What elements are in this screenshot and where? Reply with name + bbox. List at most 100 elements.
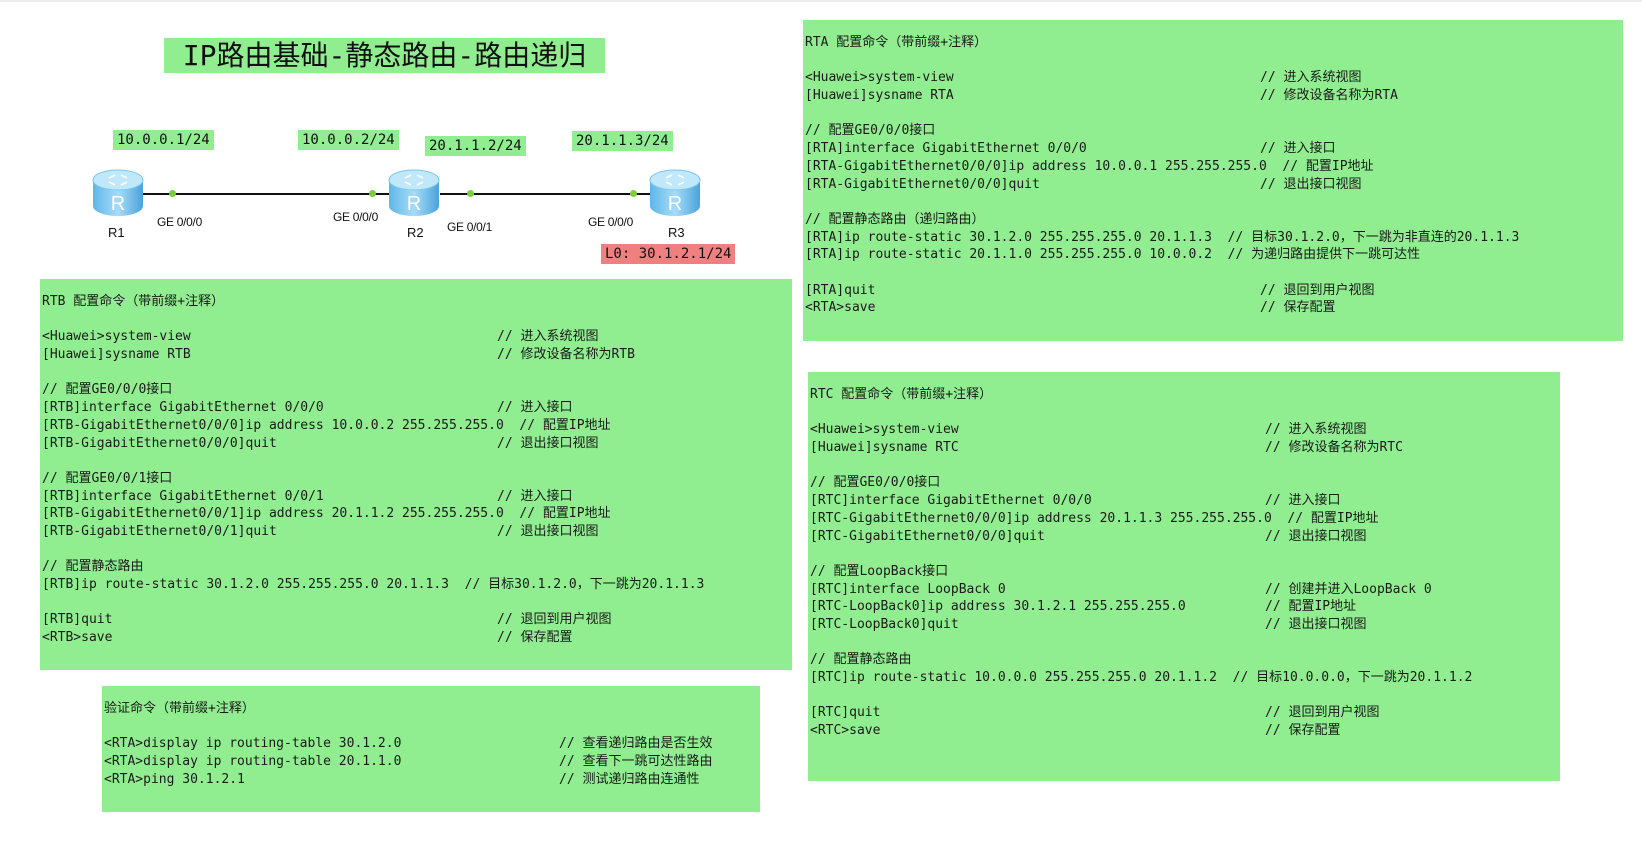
port-label-r2-ge001: GE 0/0/1: [447, 220, 492, 234]
command-text: // 配置静态路由: [810, 652, 912, 668]
command-line: [RTC-LoopBack0]ip address 30.1.2.1 255.2…: [810, 598, 1558, 616]
command-comment: // 进入系统视图: [1260, 70, 1362, 86]
command-line: [Huawei]sysname RTA // 修改设备名称为RTA: [805, 87, 1621, 105]
router-icon[interactable]: R: [648, 168, 702, 218]
port-dot-r1-ge000: [169, 190, 176, 197]
command-line: <RTA>ping 30.1.2.1// 测试递归路由连通性: [104, 771, 758, 789]
command-line: <RTA>save // 保存配置: [805, 299, 1621, 317]
port-dot-r2-ge001: [467, 190, 474, 197]
command-line: [RTC]quit // 退回到用户视图: [810, 704, 1558, 722]
port-label-r2-ge000: GE 0/0/0: [333, 210, 378, 224]
command-comment: // 退回到用户视图: [1265, 705, 1380, 721]
command-comment: // 修改设备名称为RTB: [497, 347, 635, 363]
command-text: // 配置GE0/0/1接口: [42, 470, 173, 486]
command-text: [RTC-GigabitEthernet0/0/0]quit: [810, 528, 1045, 544]
command-text: [RTA]interface GigabitEthernet 0/0/0: [805, 141, 1087, 157]
command-line: [RTA-GigabitEthernet0/0/0]ip address 10.…: [805, 158, 1621, 176]
ip-label-r2-ge001: 20.1.1.2/24: [425, 136, 526, 156]
command-text: // 配置LoopBack接口: [810, 563, 949, 579]
blank-line: [805, 105, 1621, 123]
command-line: [RTB-GigabitEthernet0/0/1]quit // 退出接口视图: [42, 523, 790, 541]
port-label-r3-ge000: GE 0/0/0: [588, 215, 633, 229]
command-line: // 配置静态路由: [810, 651, 1558, 669]
command-text: // 配置GE0/0/0接口: [810, 475, 941, 491]
command-text: [RTC]quit: [810, 705, 881, 721]
command-line: // 配置静态路由（递归路由）: [805, 211, 1621, 229]
blank-line: [805, 264, 1621, 282]
command-text: [RTA-GigabitEthernet0/0/0]quit: [805, 176, 1040, 192]
command-text: [RTA]quit: [805, 282, 876, 298]
blank-line: [810, 545, 1558, 563]
blank-line: [42, 594, 790, 612]
command-comment: // 进入系统视图: [1265, 422, 1367, 438]
command-text: [RTA]ip route-static 20.1.1.0 255.255.25…: [805, 247, 1421, 263]
page-title: IP路由基础-静态路由-路由递归: [164, 38, 605, 73]
verify-commands-box: 验证命令（带前缀+注释） <RTA>display ip routing-tab…: [102, 686, 760, 812]
ip-label-r2-ge000: 10.0.0.2/24: [298, 130, 399, 150]
router-name-r2: R2: [407, 225, 424, 240]
command-comment: // 进入接口: [497, 488, 573, 504]
command-text: <RTC>save: [810, 723, 881, 739]
command-comment: // 进入系统视图: [497, 329, 599, 345]
command-text: [RTB]quit: [42, 612, 113, 628]
command-comment: // 退回到用户视图: [1260, 282, 1375, 298]
command-text: [Huawei]sysname RTA: [805, 88, 954, 104]
command-comment: // 进入接口: [497, 400, 573, 416]
command-text: [RTB]interface GigabitEthernet 0/0/1: [42, 488, 324, 504]
svg-text:R: R: [111, 193, 125, 215]
command-line: [Huawei]sysname RTC// 修改设备名称为RTC: [810, 439, 1558, 457]
command-line: [RTB-GigabitEthernet0/0/1]ip address 20.…: [42, 505, 790, 523]
command-line: [RTA]ip route-static 30.1.2.0 255.255.25…: [805, 229, 1621, 247]
rta-config-heading: RTA 配置命令（带前缀+注释）: [805, 35, 988, 50]
command-comment: // 修改设备名称为RTA: [1260, 88, 1398, 104]
router-icon[interactable]: R: [91, 168, 145, 218]
link-r2-r3: [440, 193, 665, 195]
command-line: // 配置GE0/0/0接口: [42, 381, 790, 399]
command-text: <RTA>display ip routing-table 30.1.2.0: [104, 736, 402, 752]
top-divider: [0, 0, 1642, 2]
command-comment: // 退出接口视图: [497, 435, 599, 451]
command-line: [RTB]ip route-static 30.1.2.0 255.255.25…: [42, 576, 790, 594]
rtb-config-heading: RTB 配置命令（带前缀+注释）: [42, 294, 225, 309]
command-text: [RTB-GigabitEthernet0/0/1]quit: [42, 523, 277, 539]
command-line: <Huawei>system-view // 进入系统视图: [810, 421, 1558, 439]
command-line: [RTA]interface GigabitEthernet 0/0/0 // 进…: [805, 140, 1621, 158]
command-text: <Huawei>system-view: [810, 422, 959, 438]
command-comment: // 查看递归路由是否生效: [559, 736, 713, 752]
link-r1-r2: [140, 193, 390, 195]
command-line: <Huawei>system-view// 进入系统视图: [42, 328, 790, 346]
command-line: [RTC]ip route-static 10.0.0.0 255.255.25…: [810, 669, 1558, 687]
command-comment: // 创建并进入LoopBack 0: [1265, 581, 1432, 597]
command-text: [RTB-GigabitEthernet0/0/0]ip address 10.…: [42, 417, 611, 433]
command-line: [RTB-GigabitEthernet0/0/0]ip address 10.…: [42, 417, 790, 435]
command-text: [Huawei]sysname RTC: [810, 440, 959, 456]
command-text: [Huawei]sysname RTB: [42, 347, 191, 363]
command-line: [RTC-LoopBack0]quit// 退出接口视图: [810, 616, 1558, 634]
command-comment: // 保存配置: [1260, 300, 1336, 316]
command-line: // 配置GE0/0/0接口: [810, 474, 1558, 492]
command-line: <RTA>display ip routing-table 30.1.2.0 //…: [104, 735, 758, 753]
command-comment: // 退出接口视图: [497, 523, 599, 539]
command-comment: // 退出接口视图: [1260, 176, 1362, 192]
command-text: [RTA-GigabitEthernet0/0/0]ip address 10.…: [805, 158, 1374, 174]
command-line: [RTC]interface LoopBack 0// 创建并进入LoopBac…: [810, 581, 1558, 599]
ip-label-r3-ge000: 20.1.1.3/24: [572, 131, 673, 151]
command-comment: // 进入接口: [1260, 141, 1336, 157]
command-line: // 配置LoopBack接口: [810, 563, 1558, 581]
command-text: <RTA>save: [805, 300, 876, 316]
command-text: [RTC-LoopBack0]quit: [810, 616, 959, 632]
command-line: [RTA-GigabitEthernet0/0/0]quit // 退出接口视图: [805, 176, 1621, 194]
command-text: [RTC]interface GigabitEthernet 0/0/0: [810, 493, 1092, 509]
router-icon[interactable]: R: [387, 168, 441, 218]
blank-line: [810, 457, 1558, 475]
command-text: [RTB]ip route-static 30.1.2.0 255.255.25…: [42, 577, 705, 593]
ip-label-r1-ge000: 10.0.0.1/24: [113, 130, 214, 150]
command-text: // 配置GE0/0/0接口: [805, 123, 936, 139]
command-line: [RTB]quit// 退回到用户视图: [42, 611, 790, 629]
blank-line: [42, 541, 790, 559]
blank-line: [42, 452, 790, 470]
port-dot-r3-ge000: [630, 190, 637, 197]
command-comment: // 保存配置: [1265, 723, 1341, 739]
blank-line: [810, 634, 1558, 652]
port-label-r1-ge000: GE 0/0/0: [157, 215, 202, 229]
